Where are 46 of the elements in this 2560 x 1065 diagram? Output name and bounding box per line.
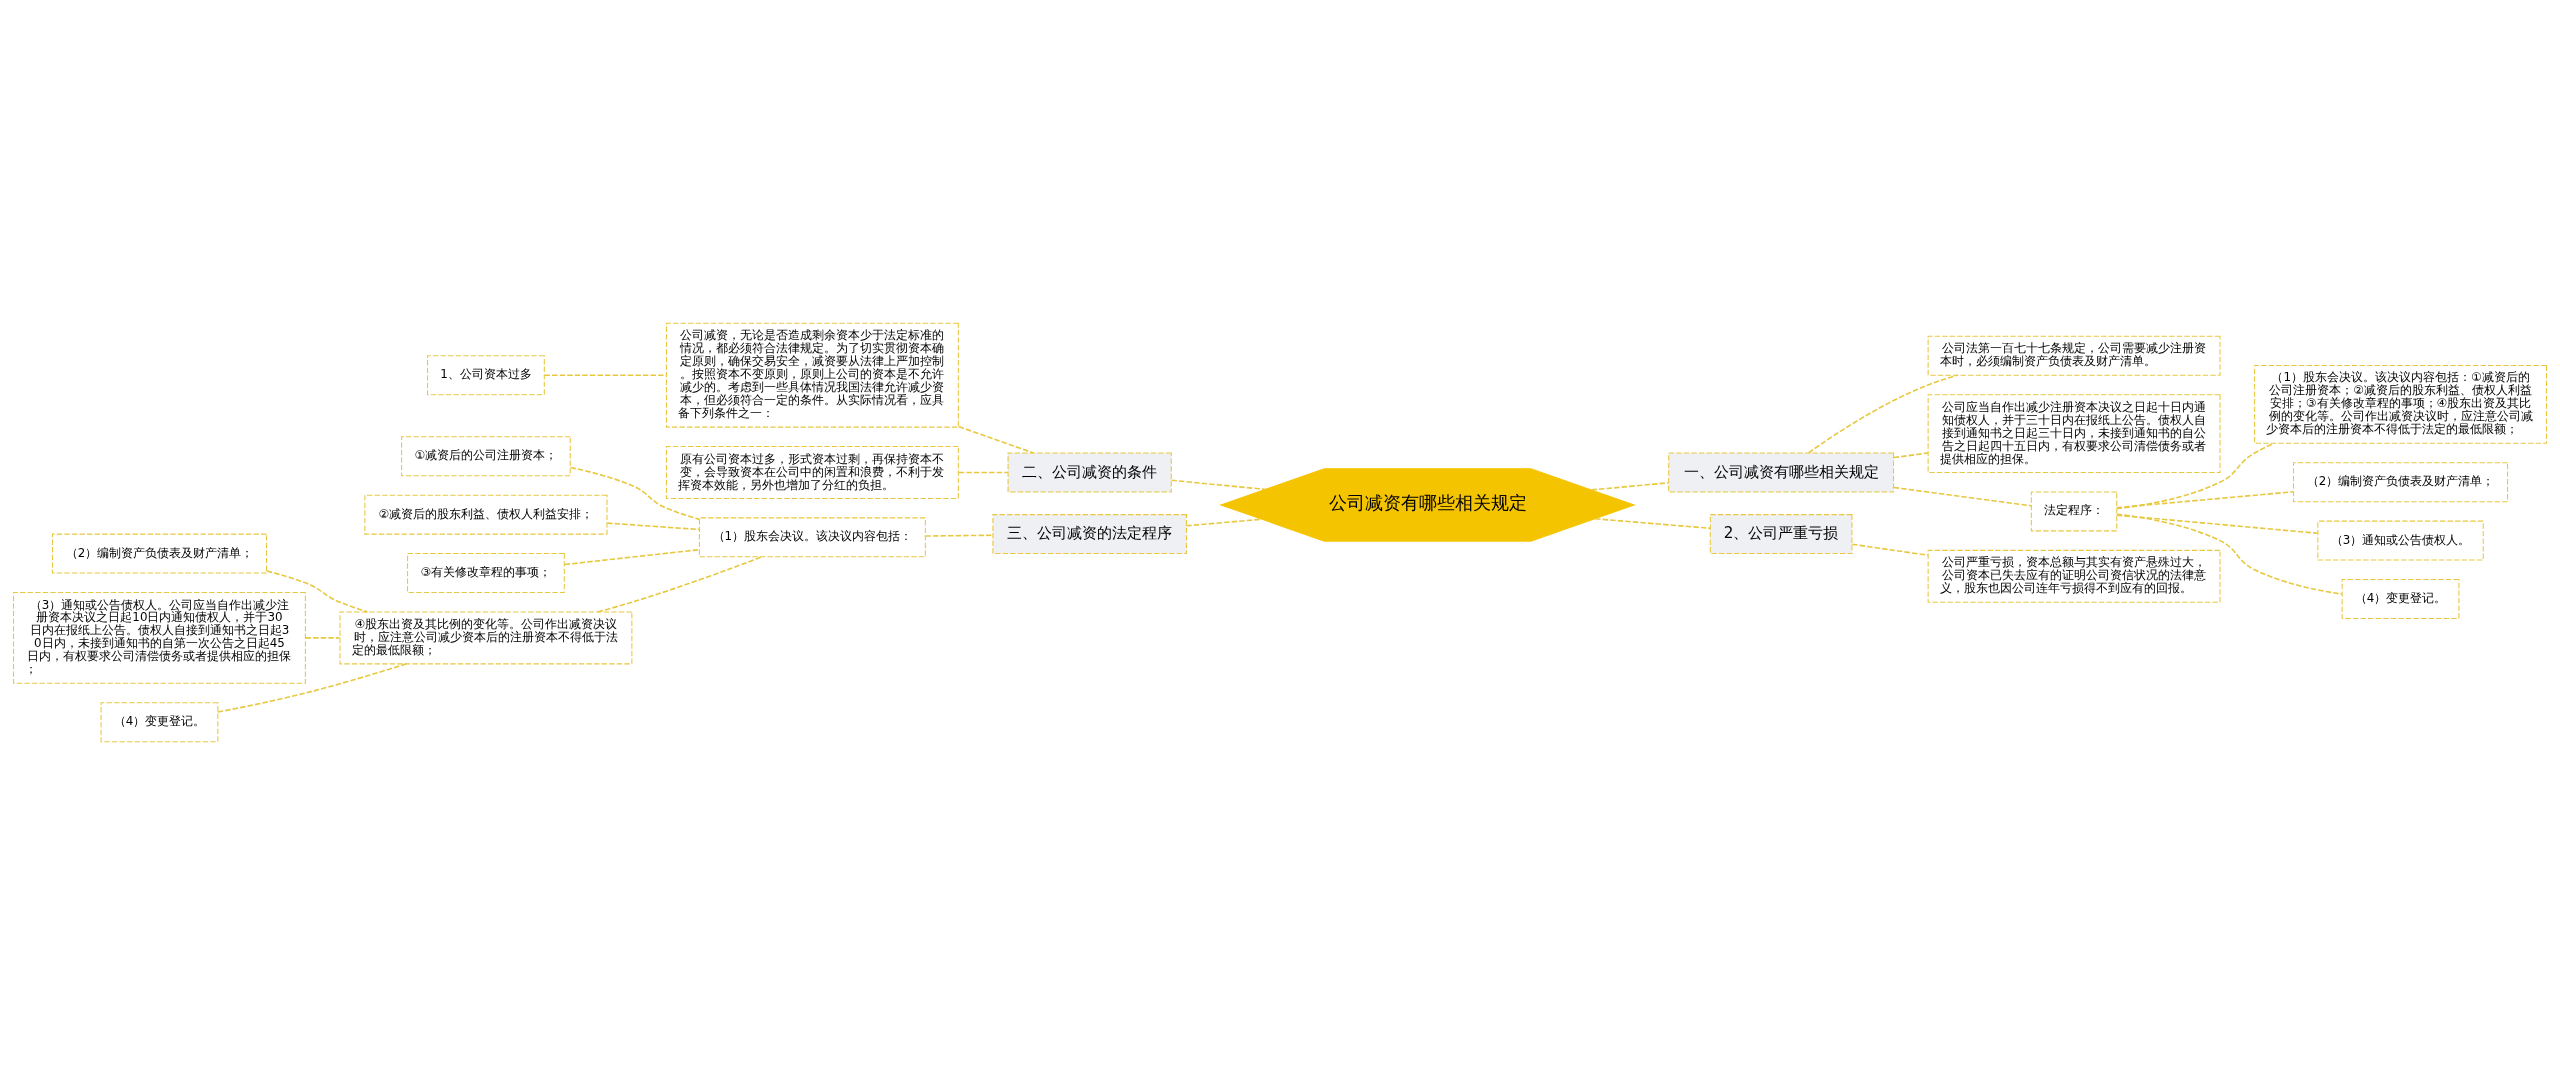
connector (1590, 482, 1670, 491)
node-box: 法定程序： (2030, 491, 2118, 532)
connector (1893, 452, 1929, 459)
node-box: （4）变更登记。 (2341, 579, 2460, 619)
connector (1170, 479, 1267, 491)
node-box: 公司应当自作出减少注册资本决议之日起十日内通知债权人，并于三十日内在报纸上公告。债权人自接到通知书之日起三十日内，未接到通知书的自公告之日起四十五日内，有权要求公司清偿债务或者提供相应的担保。 (1927, 394, 2221, 474)
node-box: 原有公司资本过多，形式资本过剩，再保持资本不变，会导致资本在公司中的闲置和浪费，不利于发挥资本效能，另外也增加了分红的负担。 (665, 446, 959, 499)
node-box: ④股东出资及其比例的变化等。公司作出减资决议时，应注意公司减少资本后的注册资本不得低于法定的最低限额； (339, 611, 633, 665)
connector (2116, 513, 2343, 595)
node-box: （4）变更登记。 (100, 702, 219, 743)
node-box: （1）股东会决议。该决议内容包括： (698, 517, 926, 558)
node-box: 二、公司减资的条件 (1007, 452, 1172, 493)
connector (304, 637, 341, 639)
node-box: （1）股东会决议。该决议内容包括：①减资后的公司注册资本；②减资后的股东利益、债权人利益安排；③有关修改章程的事项；④股东出资及其比例的变化等。公司作出减资决议时，应注意公司减少资本后的注册资本不得低于法定的最低限额； (2254, 364, 2547, 444)
node-box: （2）编制资产负债表及财产清单； (2292, 462, 2509, 503)
node-box: （2）编制资产负债表及财产清单； (51, 533, 268, 574)
node-box: 一、公司减资有哪些相关规定 (1668, 452, 1895, 493)
node-box: 公司严重亏损，资本总额与其实有资产悬殊过大，公司资本已失去应有的证明公司资信状况的法律意义，股东也因公司连年亏损得不到应有的回报。 (1927, 549, 2221, 603)
connector (2116, 442, 2275, 510)
connector (1594, 517, 1711, 530)
node-box: （3）通知或公告债权人。 (2317, 520, 2484, 561)
node-box: （3）通知或公告债权人。公司应当自作出减少注册资本决议之日起10日内通知债权人，并于30日内在报纸上公告。债权人自接到通知书之日起30日内，未接到通知书的自第一次公告之日起45日内，有权要求公司清偿债务或者提供相应的担保； (13, 591, 306, 684)
connector (1185, 518, 1263, 527)
node-box: ②减资后的股东利益、债权人利益安排； (364, 494, 608, 535)
node-box: ③有关修改章程的事项； (407, 553, 565, 594)
connector (2116, 514, 2319, 535)
connector (569, 466, 701, 521)
connector (543, 374, 667, 376)
connector (606, 522, 701, 531)
connector (924, 534, 994, 537)
connector (957, 425, 1035, 454)
connector (1851, 543, 1929, 557)
connector (1893, 486, 2033, 507)
connector (217, 663, 408, 713)
connector (2116, 490, 2295, 509)
node-box: 三、公司减资的法定程序 (992, 514, 1187, 555)
connector (957, 471, 1009, 474)
connector (266, 570, 369, 613)
node-box: 2、公司严重亏损 (1709, 514, 1853, 555)
node-box: ①减资后的公司注册资本； (401, 436, 571, 477)
connector (563, 548, 701, 566)
node-box: 1、公司资本过多 (427, 355, 545, 396)
node-box: 公司减资，无论是否造成剩余资本少于法定标准的情况，都必须符合法律规定。为了切实贯彻资本确定原则，确保交易安全，减资要从法律上严加控制。按照资本不变原则，原则上公司的资本是不允许减少的。考虑到一些具体情况我国法律允许减少资本，但必须符合一定的条件。从实际情况看，应具备下列条件之一： (665, 322, 959, 428)
node-box: 公司法第一百七十七条规定，公司需要减少注册资本时，必须编制资产负债表及财产清单。 (1927, 335, 2221, 376)
connector (596, 556, 763, 613)
connector (1807, 374, 1959, 454)
